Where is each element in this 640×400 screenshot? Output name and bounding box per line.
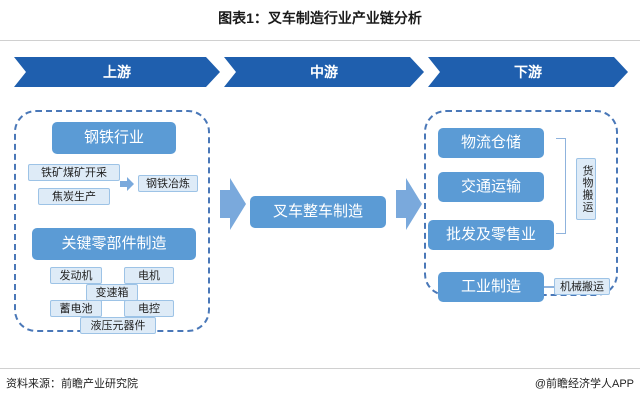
battery-box: 蓄电池 xyxy=(50,300,102,317)
chart-title: 图表1：叉车制造行业产业链分析 xyxy=(218,10,422,26)
engine-box: 发动机 xyxy=(50,267,102,284)
forklift-manufacturing-box: 叉车整车制造 xyxy=(250,196,386,228)
coke-box: 焦炭生产 xyxy=(38,188,110,205)
stage-downstream: 下游 xyxy=(428,57,628,87)
stage-upstream-label: 上游 xyxy=(103,64,131,80)
logistics-box: 物流仓储 xyxy=(438,128,544,158)
chevron-shape xyxy=(224,57,424,87)
gearbox-box: 变速箱 xyxy=(86,284,138,301)
arrow-right-icon xyxy=(120,177,134,191)
stage-midstream: 中游 xyxy=(224,57,424,87)
connector-line xyxy=(544,286,554,288)
stage-downstream-label: 下游 xyxy=(514,64,542,80)
mechanical-handling-box: 机械搬运 xyxy=(554,278,610,295)
steel-industry-box: 钢铁行业 xyxy=(52,122,176,154)
transport-box: 交通运输 xyxy=(438,172,544,202)
chevron-shape xyxy=(428,57,628,87)
flow-arrow-icon xyxy=(396,178,422,230)
stage-midstream-label: 中游 xyxy=(310,64,338,80)
stage-upstream: 上游 xyxy=(14,57,220,87)
key-parts-box: 关键零部件制造 xyxy=(32,228,196,260)
chevron-shape xyxy=(14,57,220,87)
source-text: 资料来源：前瞻产业研究院 xyxy=(6,378,138,390)
mining-box: 铁矿煤矿开采 xyxy=(28,164,120,181)
wholesale-retail-box: 批发及零售业 xyxy=(428,220,554,250)
motor-box: 电机 xyxy=(124,267,174,284)
hydraulics-box: 液压元器件 xyxy=(80,317,156,334)
footer-divider xyxy=(0,368,640,369)
group-bracket xyxy=(556,138,566,234)
title-divider xyxy=(0,40,640,41)
flow-arrow-icon xyxy=(220,178,246,230)
credit-text: @前瞻经济学人APP xyxy=(534,378,634,390)
ecu-box: 电控 xyxy=(124,300,174,317)
industrial-manufacturing-box: 工业制造 xyxy=(438,272,544,302)
smelting-box: 钢铁冶炼 xyxy=(138,175,198,192)
cargo-handling-label: 货物搬运 xyxy=(576,158,596,220)
